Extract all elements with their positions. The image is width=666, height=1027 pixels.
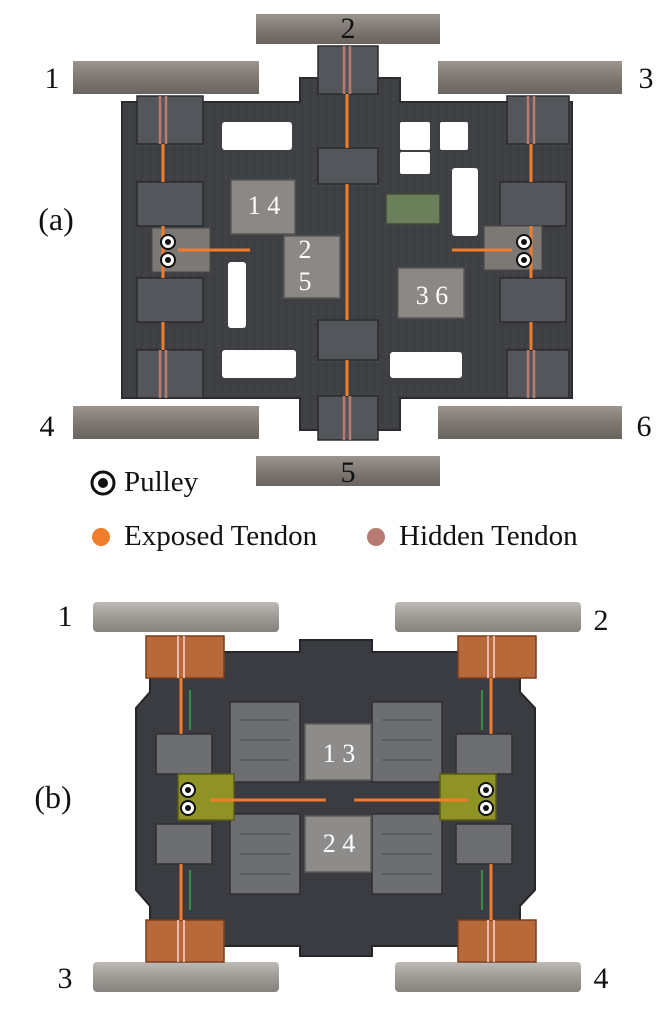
center-modules-b: [304, 723, 372, 873]
legend-exposed-tendon: Exposed Tendon: [92, 520, 317, 553]
motor-ridges: [240, 719, 432, 875]
wheel-b-3: [93, 962, 279, 992]
pulley-icon: [180, 800, 196, 816]
legend-hidden-label: Hidden Tendon: [399, 520, 578, 552]
wheel-number-b-2: 2: [594, 604, 609, 637]
pulleys-a: [160, 234, 532, 268]
module-label-3-6: 3 6: [416, 281, 449, 310]
wheel-number-5: 5: [341, 456, 356, 489]
pulleys-b: [180, 782, 494, 816]
exposed-tendons: [161, 94, 533, 396]
pulley-icon: [160, 252, 176, 268]
wheel-number-2: 2: [341, 12, 356, 45]
module-label-1-3: 1 3: [323, 739, 356, 768]
legend-pulley: Pulley: [90, 466, 198, 499]
pulley-icon: [478, 782, 494, 798]
plate-cutouts: [222, 122, 478, 378]
pulley-icon: [90, 470, 116, 495]
wheel-number-3: 3: [639, 62, 654, 95]
panel-a-label: (a): [38, 201, 74, 237]
exposed-tendons-b: [179, 678, 493, 920]
legend: Pulley Exposed Tendon Hidden Tendon: [0, 464, 666, 574]
panel-b: 1 3 2 4 1 2 3 4 (b): [0, 590, 666, 1022]
wheel-1: [73, 61, 259, 94]
wheel-number-1: 1: [45, 62, 60, 95]
exposed-tendon-swatch: [92, 527, 110, 546]
hidden-tendon-swatch: [367, 527, 385, 546]
wheel-4: [73, 406, 259, 439]
control-board: [385, 193, 441, 225]
servo-blocks: [136, 45, 570, 441]
module-label-2: 2: [299, 235, 312, 264]
wheel-b-2: [395, 602, 581, 632]
wheel-2: [256, 14, 440, 44]
module-label-1-4: 1 4: [248, 191, 281, 220]
wheel-number-b-1: 1: [58, 600, 73, 633]
pulley-icon: [180, 782, 196, 798]
pulley-icon: [516, 252, 532, 268]
wheel-number-b-3: 3: [58, 962, 73, 995]
wheel-number-4: 4: [40, 410, 55, 443]
wheel-b-4: [395, 962, 581, 992]
hidden-tendons-b: [177, 636, 495, 962]
wheel-5: [256, 456, 440, 486]
legend-exposed-label: Exposed Tendon: [124, 520, 318, 552]
wheel-number-6: 6: [637, 410, 652, 443]
panel-b-diagram: 1 3 2 4 1 2 3 4 (b): [34, 600, 609, 995]
pulley-icon: [516, 234, 532, 250]
wheel-6: [438, 406, 622, 439]
panel-a-diagram: 1 4 2 5 3 6 1 2 3 4 5 6 (a): [38, 12, 654, 489]
green-lines-b: [189, 690, 483, 910]
center-modules: [230, 179, 465, 319]
pulley-icon: [160, 234, 176, 250]
wheel-number-b-4: 4: [594, 962, 609, 995]
legend-pulley-label: Pulley: [124, 466, 199, 498]
module-label-5: 5: [299, 267, 312, 296]
panel-a: 1 4 2 5 3 6 1 2 3 4 5 6 (a): [0, 0, 666, 489]
panel-b-label: (b): [34, 779, 71, 815]
wheel-3: [438, 61, 622, 94]
legend-hidden-tendon: Hidden Tendon: [367, 520, 578, 553]
module-label-2-4: 2 4: [323, 829, 356, 858]
pulley-icon: [478, 800, 494, 816]
hidden-tendons: [158, 46, 536, 440]
wheel-b-1: [93, 602, 279, 632]
